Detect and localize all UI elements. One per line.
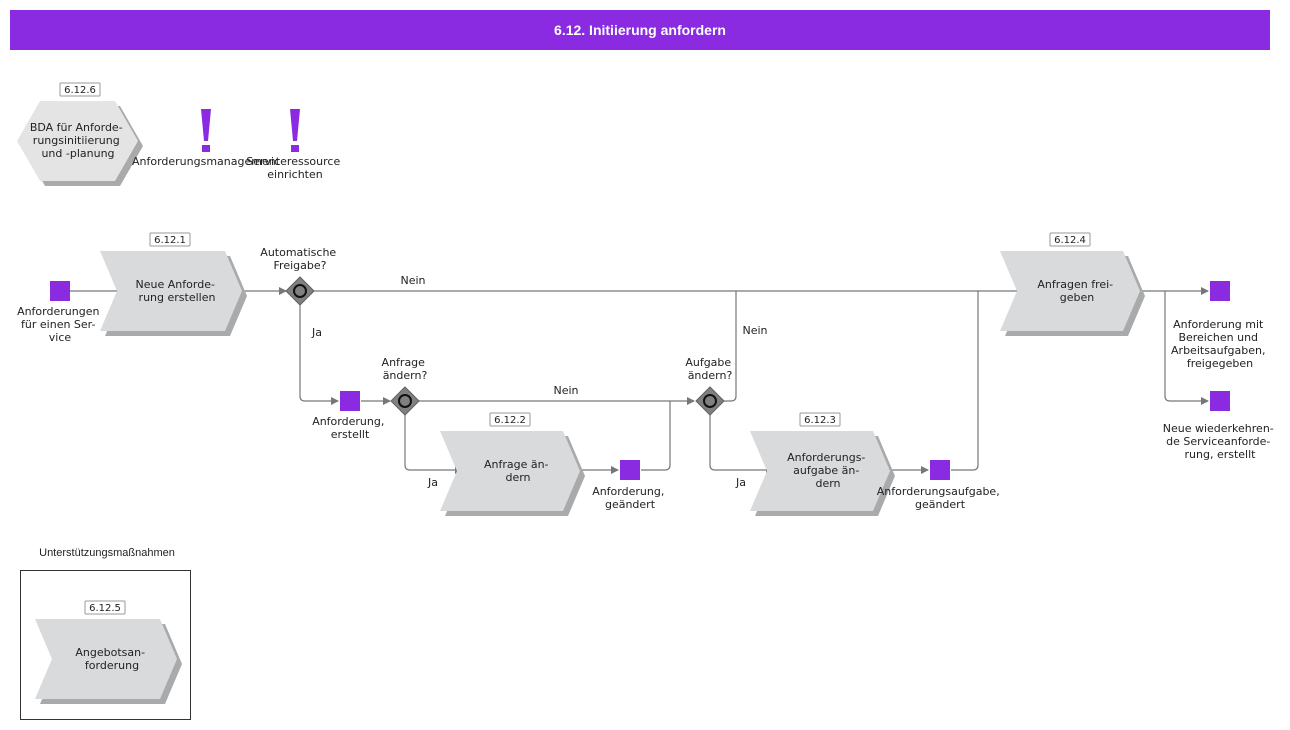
event-label: Anforderungen für einen Ser- vice [17, 305, 103, 344]
edge-label-nein: Nein [400, 274, 425, 287]
function-label: Angebotsan- forderung [75, 646, 148, 672]
function-id-tag: 6.12.5 [84, 600, 126, 615]
function-id-tag: 6.12.2 [489, 412, 531, 427]
event-anforderung-freigegeben[interactable] [1210, 281, 1230, 301]
connectors [70, 287, 1209, 474]
bda-shape[interactable] [17, 101, 143, 186]
gateway-label: Anfrage ändern? [382, 356, 429, 382]
function-id-tag: 6.12.4 [1049, 232, 1091, 247]
svg-text:6.12.3: 6.12.3 [804, 415, 836, 426]
page-title: 6.12. Initiierung anfordern [10, 10, 1270, 50]
function-anfrage-aendern[interactable] [440, 431, 585, 516]
gateway-automatische-freigabe[interactable] [285, 276, 315, 306]
edge-label-nein: Nein [742, 324, 767, 337]
function-id-tag: 6.12.1 [149, 232, 191, 247]
bda-label: BDA für Anforde- rungsinitiierung und -p… [30, 121, 126, 160]
edge-label-ja: Ja [311, 326, 322, 339]
event-label: Neue wiederkehren- de Serviceanforde- ru… [1163, 422, 1278, 461]
event-label: Anforderung, geändert [592, 485, 668, 511]
function-label: Anforderungs- aufgabe än- dern [787, 451, 869, 490]
function-angebotsanforderung[interactable] [35, 619, 182, 704]
function-neue-anforderung-erstellen[interactable] [100, 251, 247, 336]
event-wiederkehrende-serviceanforderung[interactable] [1210, 391, 1230, 411]
event-anforderung-geaendert[interactable] [620, 460, 640, 480]
support-title: Unterstützungsmaßnahmen [39, 547, 175, 559]
function-anforderungsaufgabe-aendern[interactable] [750, 431, 895, 516]
event-anforderungsaufgabe-geaendert[interactable] [930, 460, 950, 480]
exclamation-icon [201, 109, 211, 152]
svg-text:6.12.2: 6.12.2 [494, 415, 526, 426]
bda-id-tag: 6.12.6 [59, 82, 101, 97]
event-label: Anforderungsaufgabe, geändert [877, 485, 1003, 511]
function-id-tag: 6.12.3 [799, 412, 841, 427]
event-anforderung-erstellt[interactable] [340, 391, 360, 411]
function-anfragen-freigeben[interactable] [1000, 251, 1145, 336]
alert-label-anforderungsmanagement: Anforderungsmanagement [132, 155, 281, 168]
svg-text:6.12.5: 6.12.5 [89, 603, 121, 614]
gateway-label: Automatische Freigabe? [260, 246, 339, 272]
function-label: Neue Anforde- rung erstellen [136, 278, 219, 304]
edge-label-ja: Ja [735, 476, 746, 489]
event-label: Anforderung mit Bereichen und Arbeitsauf… [1171, 318, 1269, 370]
svg-text:6.12.1: 6.12.1 [154, 235, 186, 246]
function-label: Anfrage än- dern [484, 458, 552, 484]
alert-label-serviceressource: Serviceressource einrichten [246, 155, 343, 181]
gateway-aufgabe-aendern[interactable] [695, 386, 725, 416]
function-label: Anfragen frei- geben [1037, 278, 1116, 304]
gateway-anfrage-aendern[interactable] [390, 386, 420, 416]
exclamation-icon [290, 109, 300, 152]
svg-text:6.12.4: 6.12.4 [1054, 235, 1086, 246]
bda-id: 6.12.6 [64, 85, 96, 96]
edge-label-ja: Ja [427, 476, 438, 489]
gateway-label: Aufgabe ändern? [685, 356, 734, 382]
event-label: Anforderung, erstellt [312, 415, 388, 441]
event-start[interactable] [50, 281, 70, 301]
edge-label-nein: Nein [553, 384, 578, 397]
